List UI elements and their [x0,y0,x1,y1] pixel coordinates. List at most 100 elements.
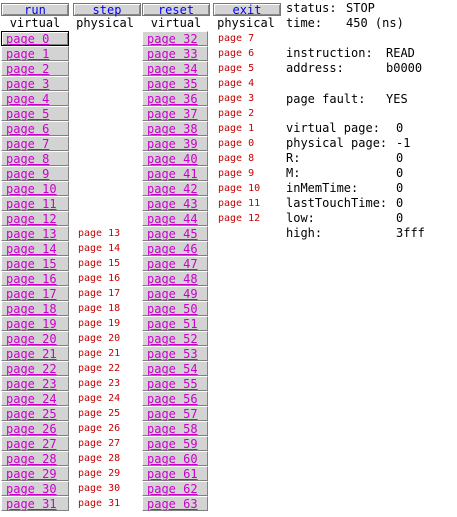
low-value: 0 [396,211,404,225]
virtual-page-button[interactable]: page 32 [142,31,208,46]
virtual-page-button[interactable]: page 13 [1,226,69,241]
virtual-page-button[interactable]: page 8 [1,151,69,166]
physical-page-label [218,406,278,421]
virtual-page-button[interactable]: page 41 [142,166,208,181]
physical-page-label [218,316,278,331]
virtual-page-button[interactable]: page 19 [1,316,69,331]
physical-page-label: page 8 [218,153,255,164]
virtual-page-button[interactable]: page 56 [142,391,208,406]
physical-page-label [78,91,138,106]
virtual-page-button[interactable]: page 49 [142,286,208,301]
virtual-page-button[interactable]: page 3 [1,76,69,91]
virtual-page-button[interactable]: page 58 [142,421,208,436]
virtual-page-button[interactable]: page 21 [1,346,69,361]
virtual-page-button[interactable]: page 11 [1,196,69,211]
physical-page-label: page 0 [218,138,255,149]
virtual-page-button[interactable]: page 35 [142,76,208,91]
virtual-page-button[interactable]: page 46 [142,241,208,256]
reset-button[interactable]: reset [142,3,210,17]
physical-page-label [218,391,278,406]
virtual-page-button[interactable]: page 10 [1,181,69,196]
virtual-page-button[interactable]: page 50 [142,301,208,316]
virtual-page-button[interactable]: page 40 [142,151,208,166]
virtual-page-button[interactable]: page 20 [1,331,69,346]
virtual-page-button[interactable]: page 53 [142,346,208,361]
virtual-page-button[interactable]: page 36 [142,91,208,106]
virtual-page-button[interactable]: page 60 [142,451,208,466]
virtual-page-button[interactable]: page 23 [1,376,69,391]
virtual-page-button[interactable]: page 27 [1,436,69,451]
physical-page-label [218,271,278,286]
virtual-page-button[interactable]: page 63 [142,496,208,511]
virtual-page-button[interactable]: page 45 [142,226,208,241]
m-label: M: [286,166,301,180]
physical-page-label: page 13 [78,228,121,239]
physical-page-label: page 17 [78,288,121,299]
run-button[interactable]: run [1,3,69,17]
physical-page-label: page 3 [218,93,255,104]
physical-page-label: page 22 [78,363,121,374]
physical-page-label: page 30 [78,483,121,494]
virtual-page-button[interactable]: page 15 [1,256,69,271]
step-button[interactable]: step [73,3,141,17]
physical-page-label: page 12 [218,213,261,224]
virtual-page-button[interactable]: page 2 [1,61,69,76]
virtual-page-button[interactable]: page 55 [142,376,208,391]
virtual-page-button[interactable]: page 24 [1,391,69,406]
virtual-page-button[interactable]: page 28 [1,451,69,466]
physical-page-label: page 14 [78,243,121,254]
virtual-page-button[interactable]: page 26 [1,421,69,436]
virtual-page-button[interactable]: page 14 [1,241,69,256]
high-value: 3fff [396,226,425,240]
virtual-page-button[interactable]: page 29 [1,466,69,481]
physical-page-label [218,376,278,391]
virtual-page-button[interactable]: page 43 [142,196,208,211]
virtual-page-button[interactable]: page 25 [1,406,69,421]
virtual-page-button[interactable]: page 62 [142,481,208,496]
virtual-page-button[interactable]: page 48 [142,271,208,286]
virtual-page-button[interactable]: page 9 [1,166,69,181]
virtual-page-button[interactable]: page 6 [1,121,69,136]
physical-page-label [78,121,138,136]
virtual-page-button[interactable]: page 47 [142,256,208,271]
virtual-header-1: virtual [9,16,61,30]
virtual-page-button[interactable]: page 61 [142,466,208,481]
virtual-page-button[interactable]: page 4 [1,91,69,106]
virtual-header-2: virtual [150,16,202,30]
virtual-page-button[interactable]: page 39 [142,136,208,151]
virtual-page-button[interactable]: page 30 [1,481,69,496]
virtual-page-button[interactable]: page 38 [142,121,208,136]
virtual-page-button[interactable]: page 54 [142,361,208,376]
physical-page-label [218,301,278,316]
virtual-page-button[interactable]: page 37 [142,106,208,121]
virtual-page-button[interactable]: page 18 [1,301,69,316]
physical-page-label [78,46,138,61]
physical-page-label [218,226,278,241]
virtual-page-button[interactable]: page 12 [1,211,69,226]
physical-page-label: physical page: [286,136,388,150]
virtual-page-button[interactable]: page 59 [142,436,208,451]
physical-page-label: page 11 [218,198,261,209]
exit-button[interactable]: exit [213,3,281,17]
virtual-page-button[interactable]: page 7 [1,136,69,151]
physical-page-label: page 16 [78,273,121,284]
page-fault-label: page fault: [286,92,366,106]
virtual-page-button[interactable]: page 1 [1,46,69,61]
virtual-page-button[interactable]: page 0 [1,31,69,46]
virtual-page-button[interactable]: page 17 [1,286,69,301]
virtual-page-button[interactable]: page 34 [142,61,208,76]
physical-page-label: page 5 [218,63,255,74]
virtual-page-button[interactable]: page 22 [1,361,69,376]
virtual-page-button[interactable]: page 44 [142,211,208,226]
virtual-page-button[interactable]: page 16 [1,271,69,286]
virtual-page-button[interactable]: page 51 [142,316,208,331]
virtual-page-button[interactable]: page 42 [142,181,208,196]
physical-page-label [78,196,138,211]
virtual-page-button[interactable]: page 52 [142,331,208,346]
virtual-page-button[interactable]: page 57 [142,406,208,421]
virtual-page-button[interactable]: page 33 [142,46,208,61]
virtual-page-button[interactable]: page 5 [1,106,69,121]
virtual-page-button[interactable]: page 31 [1,496,69,511]
